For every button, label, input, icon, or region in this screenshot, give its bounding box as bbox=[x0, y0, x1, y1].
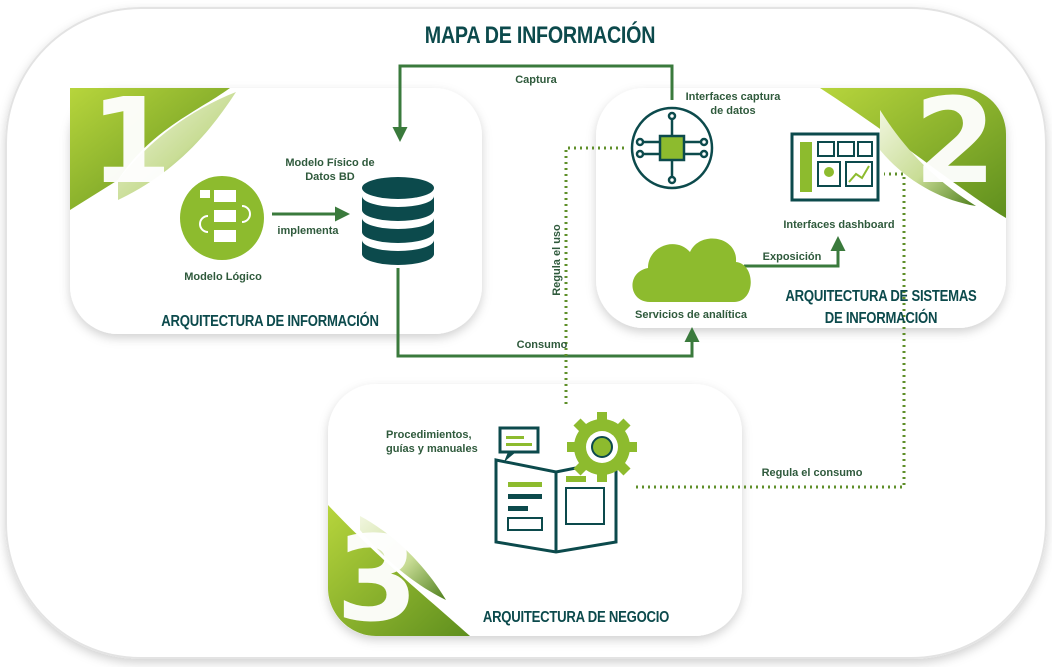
book-gear-icon bbox=[494, 412, 637, 554]
cloud-icon bbox=[632, 238, 751, 302]
section-3-title: ARQUITECTURA DE NEGOCIO bbox=[482, 609, 670, 626]
section-1-card bbox=[70, 88, 482, 334]
servicios-analitica-label: Servicios de analítica bbox=[635, 309, 747, 321]
regula-uso-label: Regula el uso bbox=[551, 224, 563, 296]
connector-regula-uso bbox=[564, 146, 624, 404]
interfaces-dashboard-label: Interfaces dashboard bbox=[783, 219, 895, 231]
modelo-logico-label: Modelo Lógico bbox=[184, 271, 262, 283]
implementa-label: implementa bbox=[277, 225, 339, 237]
chip-icon bbox=[630, 106, 714, 190]
section-1-number: 1 bbox=[90, 72, 173, 210]
connector-regula-consumo bbox=[636, 172, 906, 489]
procedimientos-label: Procedimientos, guías y manuales bbox=[386, 429, 478, 456]
section-1-title: ARQUITECTURA DE INFORMACIÓN bbox=[161, 313, 379, 330]
exposicion-label: Exposición bbox=[762, 251, 822, 263]
section-3-number: 3 bbox=[336, 510, 419, 648]
connector-consumo bbox=[396, 268, 700, 358]
section-2-number: 2 bbox=[914, 72, 997, 210]
flow-chart-icon bbox=[180, 176, 264, 260]
consumo-label: Consumo bbox=[516, 339, 568, 351]
modelo-fisico-label: Modelo Físico de Datos BD bbox=[285, 157, 375, 184]
database-icon bbox=[362, 177, 434, 265]
dashboard-icon bbox=[790, 132, 880, 202]
captura-label: Captura bbox=[515, 74, 557, 86]
interfaces-captura-label: Interfaces captura de datos bbox=[685, 91, 781, 118]
connector-exposicion bbox=[744, 236, 846, 268]
connector-captura bbox=[392, 64, 674, 142]
section-2-title: ARQUITECTURA DE SISTEMAS DE INFORMACIÓN bbox=[785, 288, 977, 327]
diagram-title: MAPA DE INFORMACIÓN bbox=[424, 22, 656, 49]
regula-consumo-label: Regula el consumo bbox=[761, 467, 863, 479]
